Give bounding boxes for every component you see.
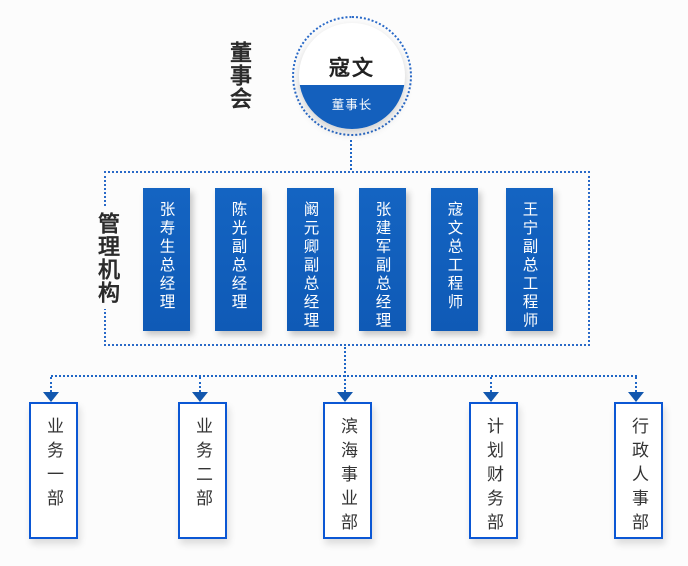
- manager-node-3[interactable]: 阚元卿副总经理: [287, 188, 334, 331]
- manager-label-6: 王宁副总工程师: [520, 201, 539, 331]
- chairman-name-area: 寇文: [299, 23, 405, 85]
- manager-node-1[interactable]: 张寿生总经理: [143, 188, 190, 331]
- manager-node-5[interactable]: 寇文总工程师: [431, 188, 478, 331]
- department-label-5: 行政人事部: [628, 417, 648, 537]
- chairman-node[interactable]: 寇文 董事长: [299, 23, 405, 129]
- manager-label-2: 陈光副总经理: [229, 201, 248, 312]
- connector-drop-2: [199, 377, 201, 392]
- connector-drop-1: [50, 377, 52, 392]
- board-label: 董事会: [226, 41, 251, 110]
- connector-management-to-departments: [344, 344, 346, 392]
- connector-drop-4: [490, 377, 492, 392]
- chairman-name: 寇文: [329, 56, 375, 80]
- arrow-down-icon: [192, 392, 208, 402]
- department-node-1[interactable]: 业务一部: [29, 402, 78, 539]
- arrow-down-icon: [483, 392, 499, 402]
- department-label-2: 业务二部: [192, 417, 212, 513]
- connector-distribution-line: [51, 375, 637, 377]
- connector-chairman-to-management: [350, 140, 352, 170]
- department-node-2[interactable]: 业务二部: [178, 402, 227, 539]
- arrow-down-icon: [43, 392, 59, 402]
- manager-label-1: 张寿生总经理: [157, 201, 176, 312]
- manager-label-3: 阚元卿副总经理: [301, 201, 320, 331]
- chairman-title: 董事长: [331, 97, 373, 112]
- management-label: 管理机构: [90, 207, 122, 309]
- arrow-down-icon: [337, 392, 353, 402]
- arrow-down-icon: [628, 392, 644, 402]
- manager-node-4[interactable]: 张建军副总经理: [359, 188, 406, 331]
- manager-node-6[interactable]: 王宁副总工程师: [506, 188, 553, 331]
- connector-drop-5: [635, 377, 637, 392]
- department-node-3[interactable]: 滨海事业部: [323, 402, 372, 539]
- manager-label-4: 张建军副总经理: [373, 201, 392, 331]
- manager-node-2[interactable]: 陈光副总经理: [215, 188, 262, 331]
- department-node-5[interactable]: 行政人事部: [614, 402, 663, 539]
- manager-label-5: 寇文总工程师: [445, 201, 464, 312]
- department-label-3: 滨海事业部: [337, 417, 357, 537]
- department-node-4[interactable]: 计划财务部: [469, 402, 518, 539]
- department-label-1: 业务一部: [43, 417, 63, 513]
- chairman-dotted-ring: [292, 16, 412, 136]
- department-label-4: 计划财务部: [483, 417, 503, 537]
